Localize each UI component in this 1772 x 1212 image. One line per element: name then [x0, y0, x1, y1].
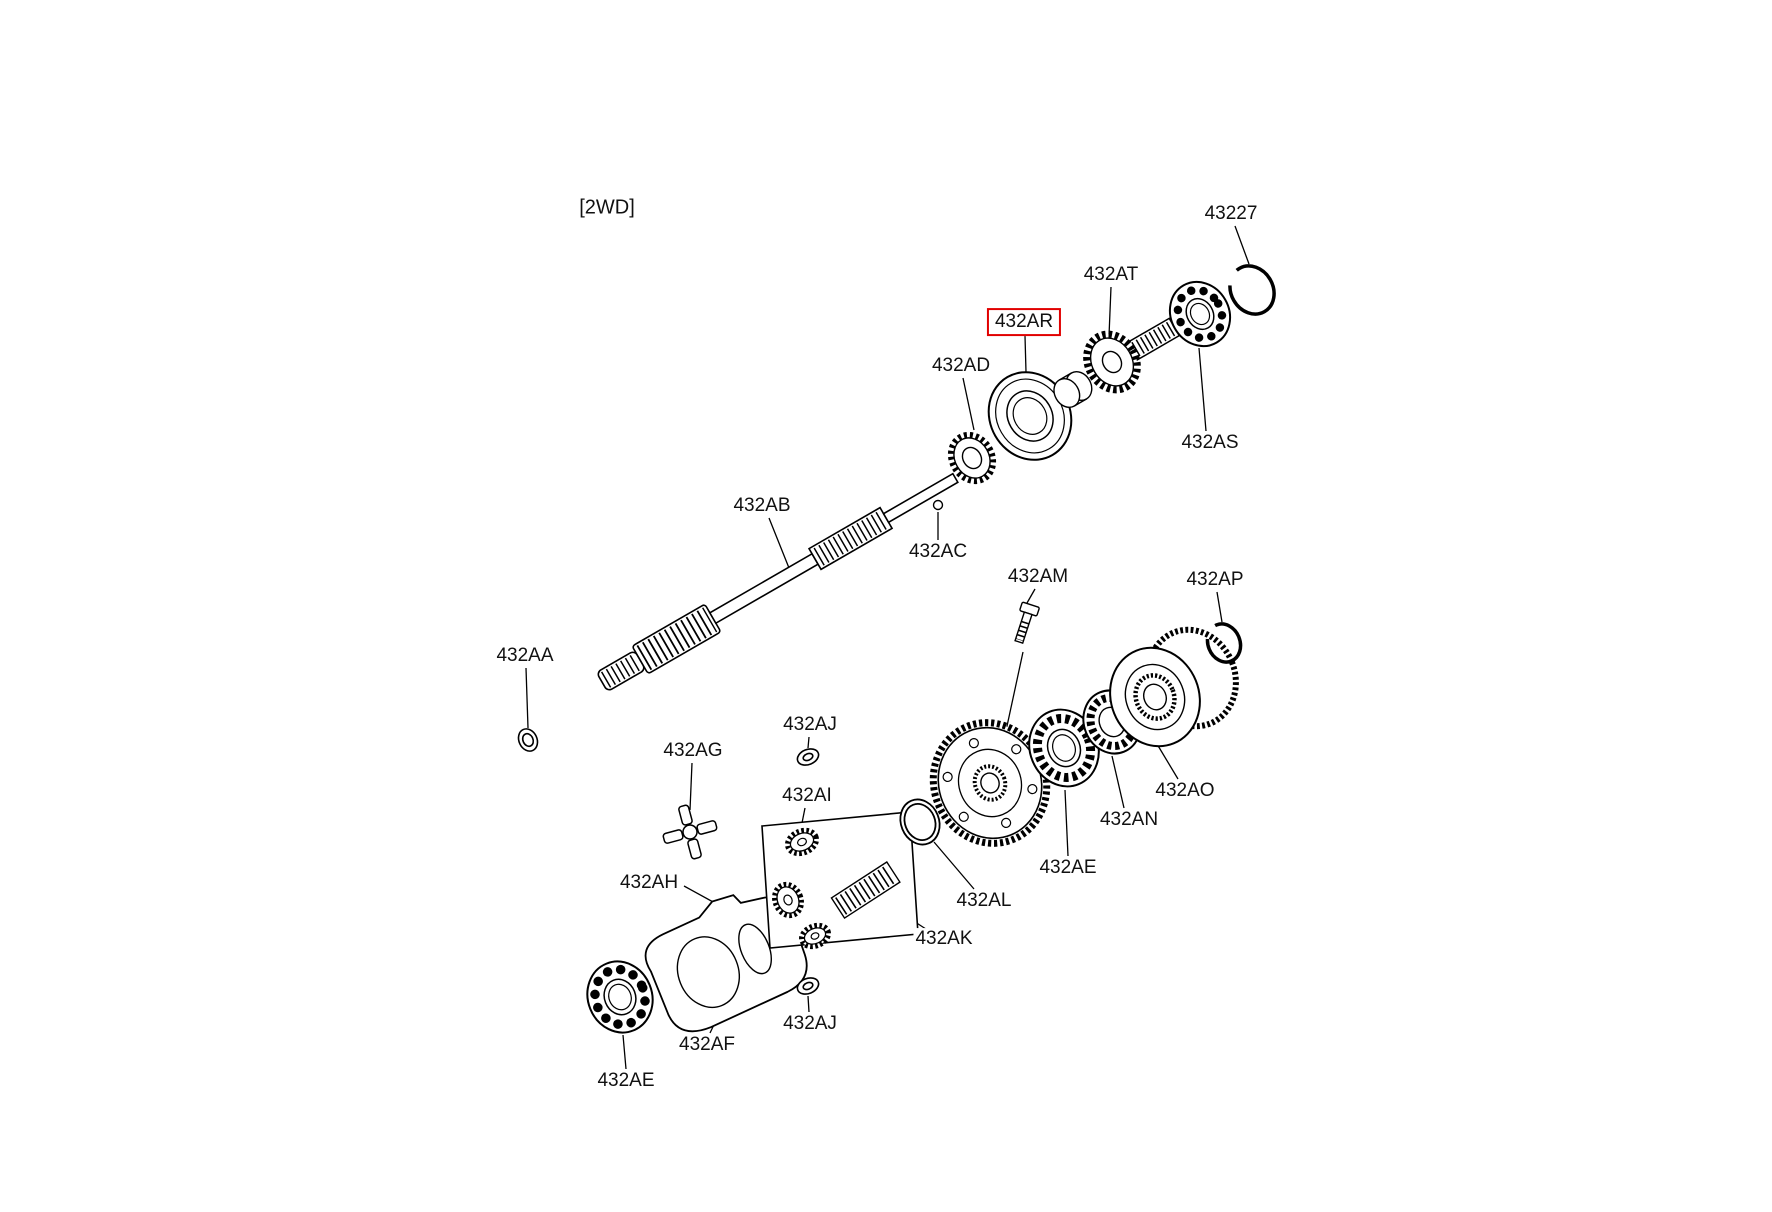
ring-432aa-drawing — [517, 728, 539, 752]
part-label-432ae-mid[interactable]: 432AE — [1037, 857, 1099, 879]
part-label-432ap[interactable]: 432AP — [1184, 569, 1246, 591]
bearing-432ar-drawing — [987, 371, 1073, 461]
kit-bottom-bevel-gear-drawing — [798, 922, 832, 950]
spacer-collar-drawing — [1053, 370, 1093, 409]
part-label-432ar-highlighted[interactable]: 432AR — [986, 308, 1062, 336]
part-label-432am[interactable]: 432AM — [1005, 566, 1071, 588]
part-label-432ah[interactable]: 432AH — [617, 872, 681, 894]
part-label-432an[interactable]: 432AN — [1097, 809, 1161, 831]
kit-splined-shaft-drawing — [830, 861, 901, 920]
part-label-432at[interactable]: 432AT — [1081, 264, 1141, 286]
thrust-washer-bottom-drawing — [796, 977, 820, 995]
o-ring-drawing — [899, 798, 941, 846]
output-shaft-drawing — [597, 472, 959, 691]
part-label-432ag[interactable]: 432AG — [661, 740, 725, 762]
bolt-432am-drawing — [1014, 601, 1040, 644]
part-label-432aa[interactable]: 432AA — [494, 645, 556, 667]
part-label-432ai[interactable]: 432AI — [780, 785, 834, 807]
drive-gear-432at-drawing — [1083, 330, 1141, 394]
kit-top-bevel-gear-drawing — [784, 827, 820, 857]
drive-variant-label: [2WD] — [577, 196, 637, 220]
pinion-kit-box-drawing — [761, 811, 919, 950]
part-label-432al[interactable]: 432AL — [954, 890, 1014, 912]
part-label-432ak[interactable]: 432AK — [913, 928, 975, 950]
part-label-432ad[interactable]: 432AD — [929, 355, 993, 377]
speedometer-gear-drawing — [947, 431, 997, 485]
part-label-43227[interactable]: 43227 — [1202, 203, 1260, 225]
part-label-432ab[interactable]: 432AB — [731, 495, 793, 517]
final-drive-gear-drawing — [929, 719, 1051, 847]
ball-bearing-432as-drawing — [1168, 280, 1232, 348]
part-label-432ae-bottom[interactable]: 432AE — [595, 1070, 657, 1092]
part-label-432aj-bottom[interactable]: 432AJ — [781, 1013, 839, 1035]
part-label-432aj-top[interactable]: 432AJ — [781, 714, 839, 736]
detent-ball-drawing — [932, 499, 944, 511]
pinion-spider-drawing — [662, 804, 718, 860]
snap-ring-43227-drawing — [1228, 264, 1276, 316]
part-label-432af[interactable]: 432AF — [677, 1034, 737, 1056]
kit-side-gear-drawing — [772, 881, 804, 919]
part-label-432ao[interactable]: 432AO — [1153, 780, 1217, 802]
diff-bearing-left-drawing — [586, 960, 654, 1034]
part-label-432as[interactable]: 432AS — [1179, 432, 1241, 454]
part-label-432ac[interactable]: 432AC — [906, 541, 970, 563]
thrust-washer-top-drawing — [796, 748, 820, 766]
